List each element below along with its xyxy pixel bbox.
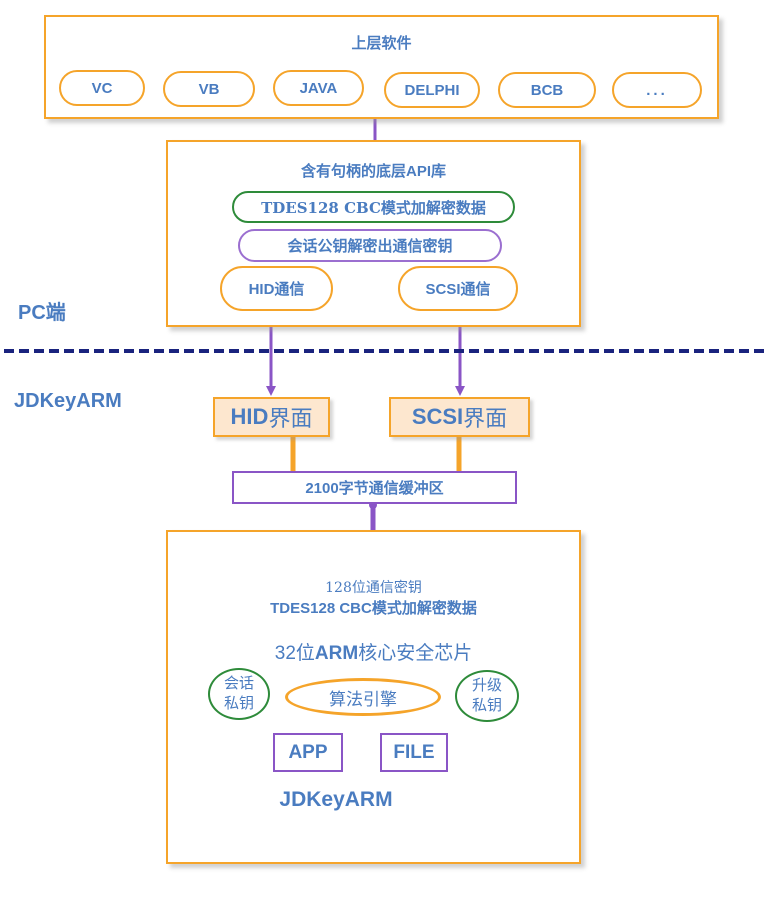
upper-item-delphi: DELPHI xyxy=(384,72,480,108)
chip-title: 32位ARM核心安全芯片 xyxy=(166,638,581,665)
upgrade-private-key: 升级私钥 xyxy=(455,670,519,722)
upper-item-more: ... xyxy=(612,72,702,108)
upgrade-key-line1: 升级 xyxy=(471,677,502,694)
chip-name: JDKeyARM xyxy=(279,788,393,811)
upper-software-box xyxy=(44,15,719,119)
api-library-title: 含有句柄的底层API库 xyxy=(300,163,446,180)
app-box: APP xyxy=(273,733,343,772)
chip-title-suffix: 核心安全芯片 xyxy=(358,643,473,664)
session-key-line2: 私钥 xyxy=(223,695,254,712)
comm-buffer-box: 2100字节通信缓冲区 xyxy=(232,471,517,504)
chip-title-prefix: 32位 xyxy=(274,643,315,664)
hid-interface-prefix: HID xyxy=(230,404,269,429)
session-key-line1: 会话 xyxy=(223,675,254,692)
api-scsi-pill: SCSI通信 xyxy=(398,266,518,311)
hid-interface-suffix: 界面 xyxy=(268,406,313,431)
scsi-interface-suffix: 界面 xyxy=(463,406,508,431)
api-session-pill: 会话公钥解密出通信密钥 xyxy=(238,229,502,262)
chip-tdes-line: TDES128 CBC模式加解密数据 xyxy=(270,600,477,617)
api-hid-pill: HID通信 xyxy=(220,266,333,311)
scsi-interface-prefix: SCSI xyxy=(411,404,464,429)
upper-software-title: 上层软件 xyxy=(351,35,412,52)
chip-title-arm: ARM xyxy=(314,643,359,664)
upgrade-key-line2: 私钥 xyxy=(471,697,502,714)
upper-item-bcb: BCB xyxy=(498,72,596,108)
algorithm-engine: 算法引擎 xyxy=(285,678,441,716)
upper-item-vc: VC xyxy=(59,70,145,106)
upper-item-vb: VB xyxy=(163,71,255,107)
upper-item-java: JAVA xyxy=(273,70,364,106)
chip-key-line: 128位通信密钥 xyxy=(325,580,422,596)
device-side-label: JDKeyARM xyxy=(14,390,122,412)
pc-side-label: PC端 xyxy=(18,302,66,324)
api-tdes-pill: TDES128 CBC模式加解密数据 xyxy=(232,191,515,223)
file-box: FILE xyxy=(380,733,448,772)
session-private-key: 会话私钥 xyxy=(208,668,270,720)
